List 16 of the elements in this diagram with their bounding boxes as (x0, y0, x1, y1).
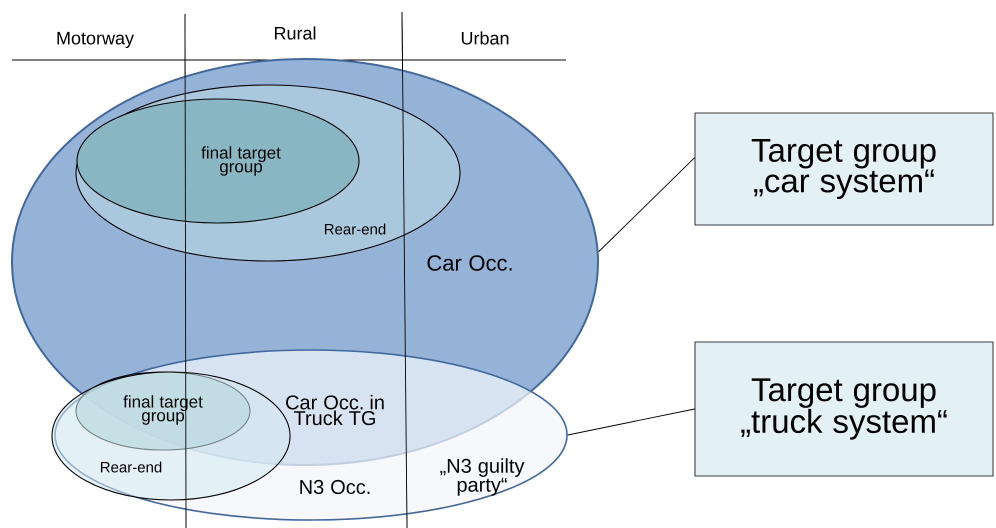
ellipse-label: Rear-end (100, 462, 162, 472)
text-box: Target group „truck system“ (694, 342, 994, 476)
leader-line (598, 157, 696, 252)
ellipse-label: final target group (201, 146, 281, 176)
venn-ellipse (54, 349, 568, 521)
column-header: Urban (462, 31, 508, 45)
ellipse-label: N3 Occ. (300, 480, 370, 494)
column-header: Motorway (57, 32, 134, 48)
ellipse-label: Rear-end (324, 224, 386, 234)
venn-ellipse (76, 98, 360, 224)
ellipse-label: Car Occ. in Truck TG (286, 394, 384, 426)
leader-line (567, 408, 696, 436)
text-box: Target group „car system“ (694, 112, 994, 226)
ellipse-label: Car Occ. (427, 255, 512, 271)
column-header: Rural (274, 26, 316, 40)
ellipse-label: „N3 guilty party“ (440, 458, 524, 496)
